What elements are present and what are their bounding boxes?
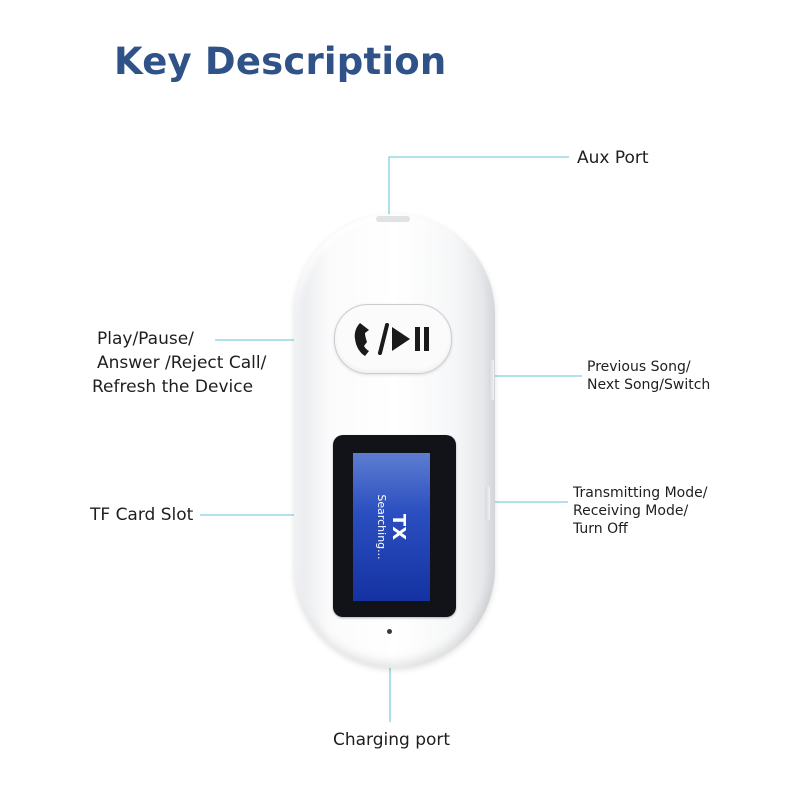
pause-icon [415, 327, 420, 351]
screen-text: TX Searching... [374, 494, 409, 560]
page-title: Key Description [114, 40, 447, 83]
tf-card-slot-label: TF Card Slot [90, 505, 194, 525]
aux-port-leader [388, 156, 569, 216]
charging-port-label: Charging port [333, 730, 451, 750]
microphone-hole [387, 629, 392, 634]
slash-separator [378, 323, 389, 355]
lcd-screen: TX Searching... [353, 453, 430, 601]
phone-icon [354, 323, 369, 356]
aux-port-label: Aux Port [577, 148, 649, 168]
screen-mode: TX [388, 513, 409, 541]
play-pause-label: Play/Pause/ Answer /Reject Call/ Refresh… [92, 329, 267, 397]
play-pause-call-button[interactable] [334, 304, 452, 374]
play-icon [392, 327, 410, 351]
prev-next-label: Previous Song/ Next Song/Switch [587, 359, 711, 393]
screen-status: Searching... [375, 494, 388, 560]
previous-next-side-button [489, 360, 494, 400]
mode-label: Transmitting Mode/ Receiving Mode/ Turn … [573, 485, 708, 537]
mode-side-button [485, 486, 490, 520]
aux-port [376, 216, 410, 222]
button-glyphs [354, 323, 429, 356]
